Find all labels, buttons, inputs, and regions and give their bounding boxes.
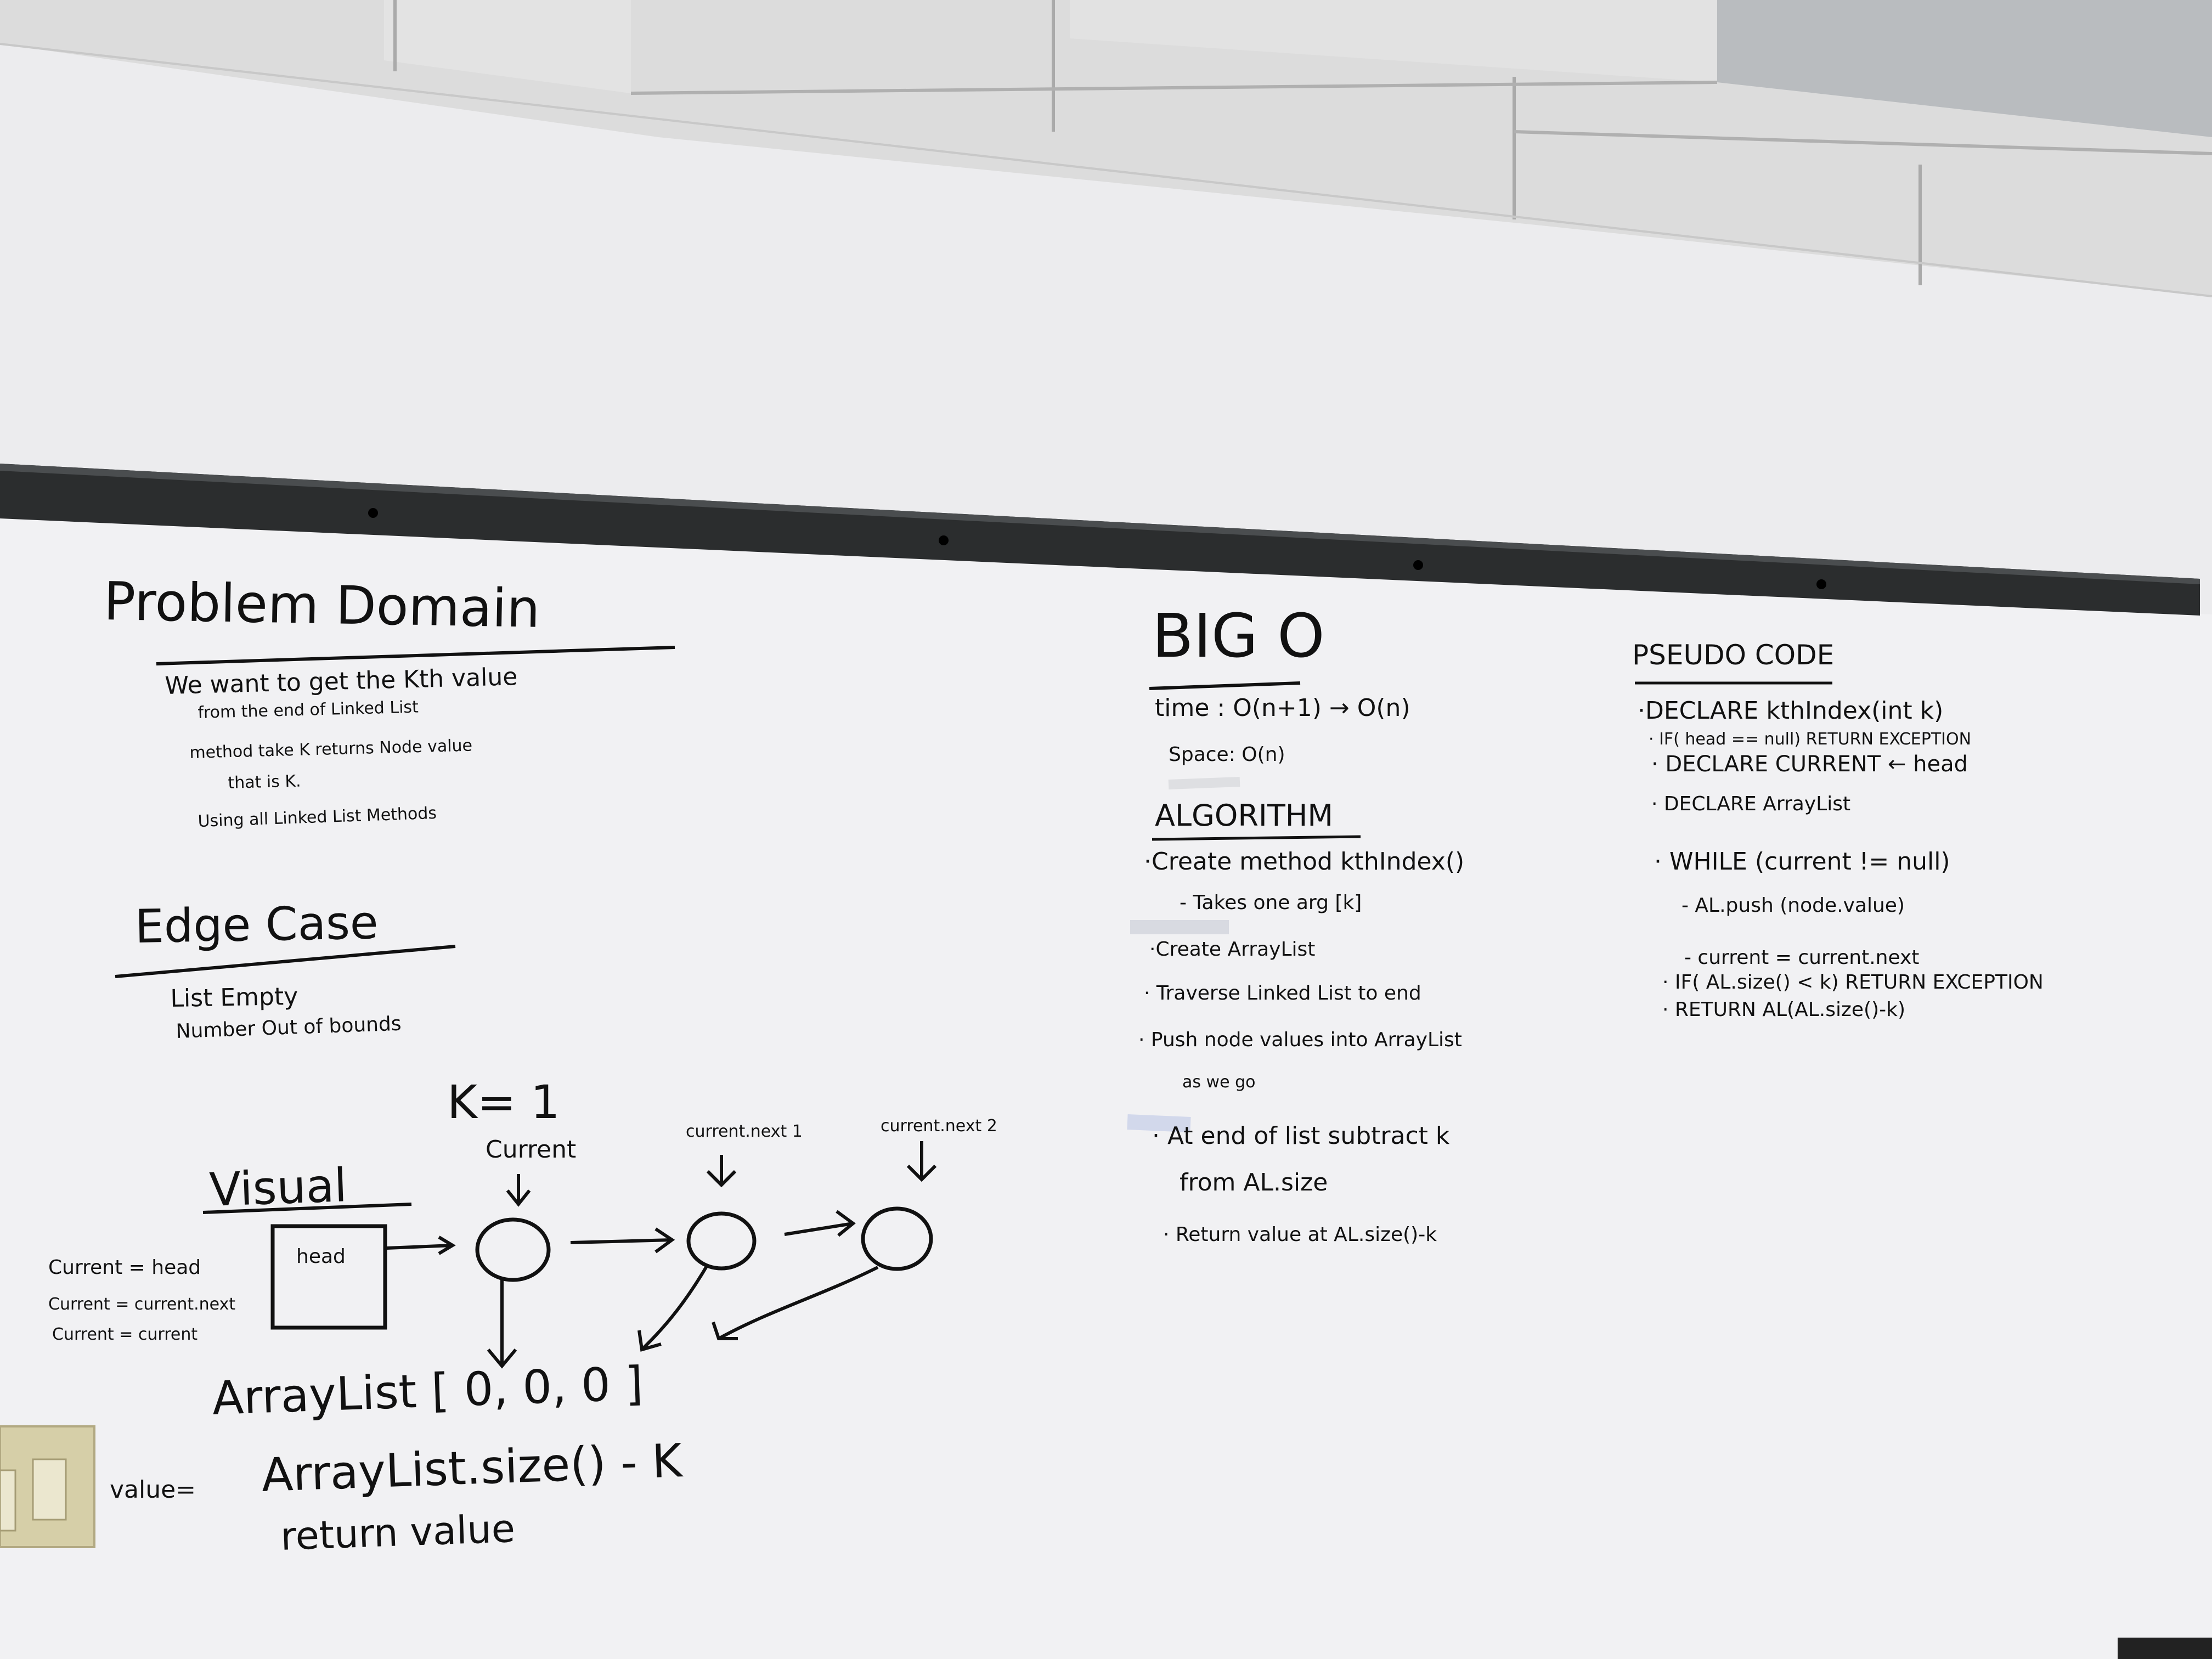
algorithm-step: - Takes one arg [k] [1180,891,1362,914]
pseudo-code-line: · IF( head == null) RETURN EXCEPTION [1649,730,1972,749]
algorithm-title: ALGORITHM [1155,798,1334,833]
visual-left-line: Current = head [48,1256,201,1279]
algorithm-step: ·Create method kthIndex() [1144,848,1465,876]
edge-case-title: Edge Case [134,895,379,953]
map-rail [0,464,2200,616]
pseudo-code-line: - AL.push (node.value) [1681,894,1905,917]
big-o-title: BIG O [1152,601,1325,671]
algorithm-step: from AL.size [1180,1169,1328,1197]
visual-left-line: Current = current.next [48,1295,236,1314]
problem-domain-line: that is K. [228,771,302,793]
node-1 [475,1217,551,1282]
whiteboard [0,516,2212,1659]
arraylist-value: 0 [580,1357,612,1413]
algorithm-step: · Traverse Linked List to end [1144,982,1421,1005]
pseudo-code-line: · IF( AL.size() < k) RETURN EXCEPTION [1662,971,2044,994]
pseudo-code-title: PSEUDO CODE [1632,639,1835,671]
value-label: value= [110,1476,196,1504]
pseudo-code-line: · DECLARE ArrayList [1651,793,1851,815]
visual-title: Visual [208,1158,348,1217]
edge-case-line: List Empty [170,982,298,1013]
pseudo-code-line: · RETURN AL(AL.size()-k) [1662,998,1906,1021]
arraylist-value: 0 [462,1362,494,1417]
pseudo-code-line: · DECLARE CURRENT ← head [1651,752,1968,777]
k-label: K= 1 [447,1075,560,1129]
node-2 [686,1211,757,1271]
pointer-current-label: Current [486,1136,577,1164]
pseudo-code-line: ·DECLARE kthIndex(int k) [1638,697,1944,725]
node-3 [861,1206,933,1271]
big-o-time: time : O(n+1) → O(n) [1155,694,1410,722]
arraylist-value: 0 [521,1359,553,1415]
return-line: return value [280,1506,516,1559]
pointer-next2-label: current.next 2 [881,1116,997,1136]
head-node-box [270,1224,387,1330]
pseudo-code-line: - current = current.next [1684,946,1920,969]
algorithm-step: · Push node values into ArrayList [1138,1029,1462,1051]
arraylist-name: ArrayList [211,1364,418,1425]
algorithm-step: · At end of list subtract k [1152,1122,1450,1150]
visual-left-line: Current = current [52,1325,198,1344]
big-o-space: Space: O(n) [1169,743,1285,766]
algorithm-step: · Return value at AL.size()-k [1163,1223,1437,1246]
algorithm-step: as we go [1182,1073,1256,1092]
pseudo-code-line: · WHILE (current != null) [1654,848,1950,876]
problem-domain-title: Problem Domain [103,571,541,640]
algorithm-step: ·Create ArrayList [1149,938,1316,961]
pointer-next1-label: current.next 1 [686,1122,803,1141]
head-node-label: head [296,1245,346,1268]
